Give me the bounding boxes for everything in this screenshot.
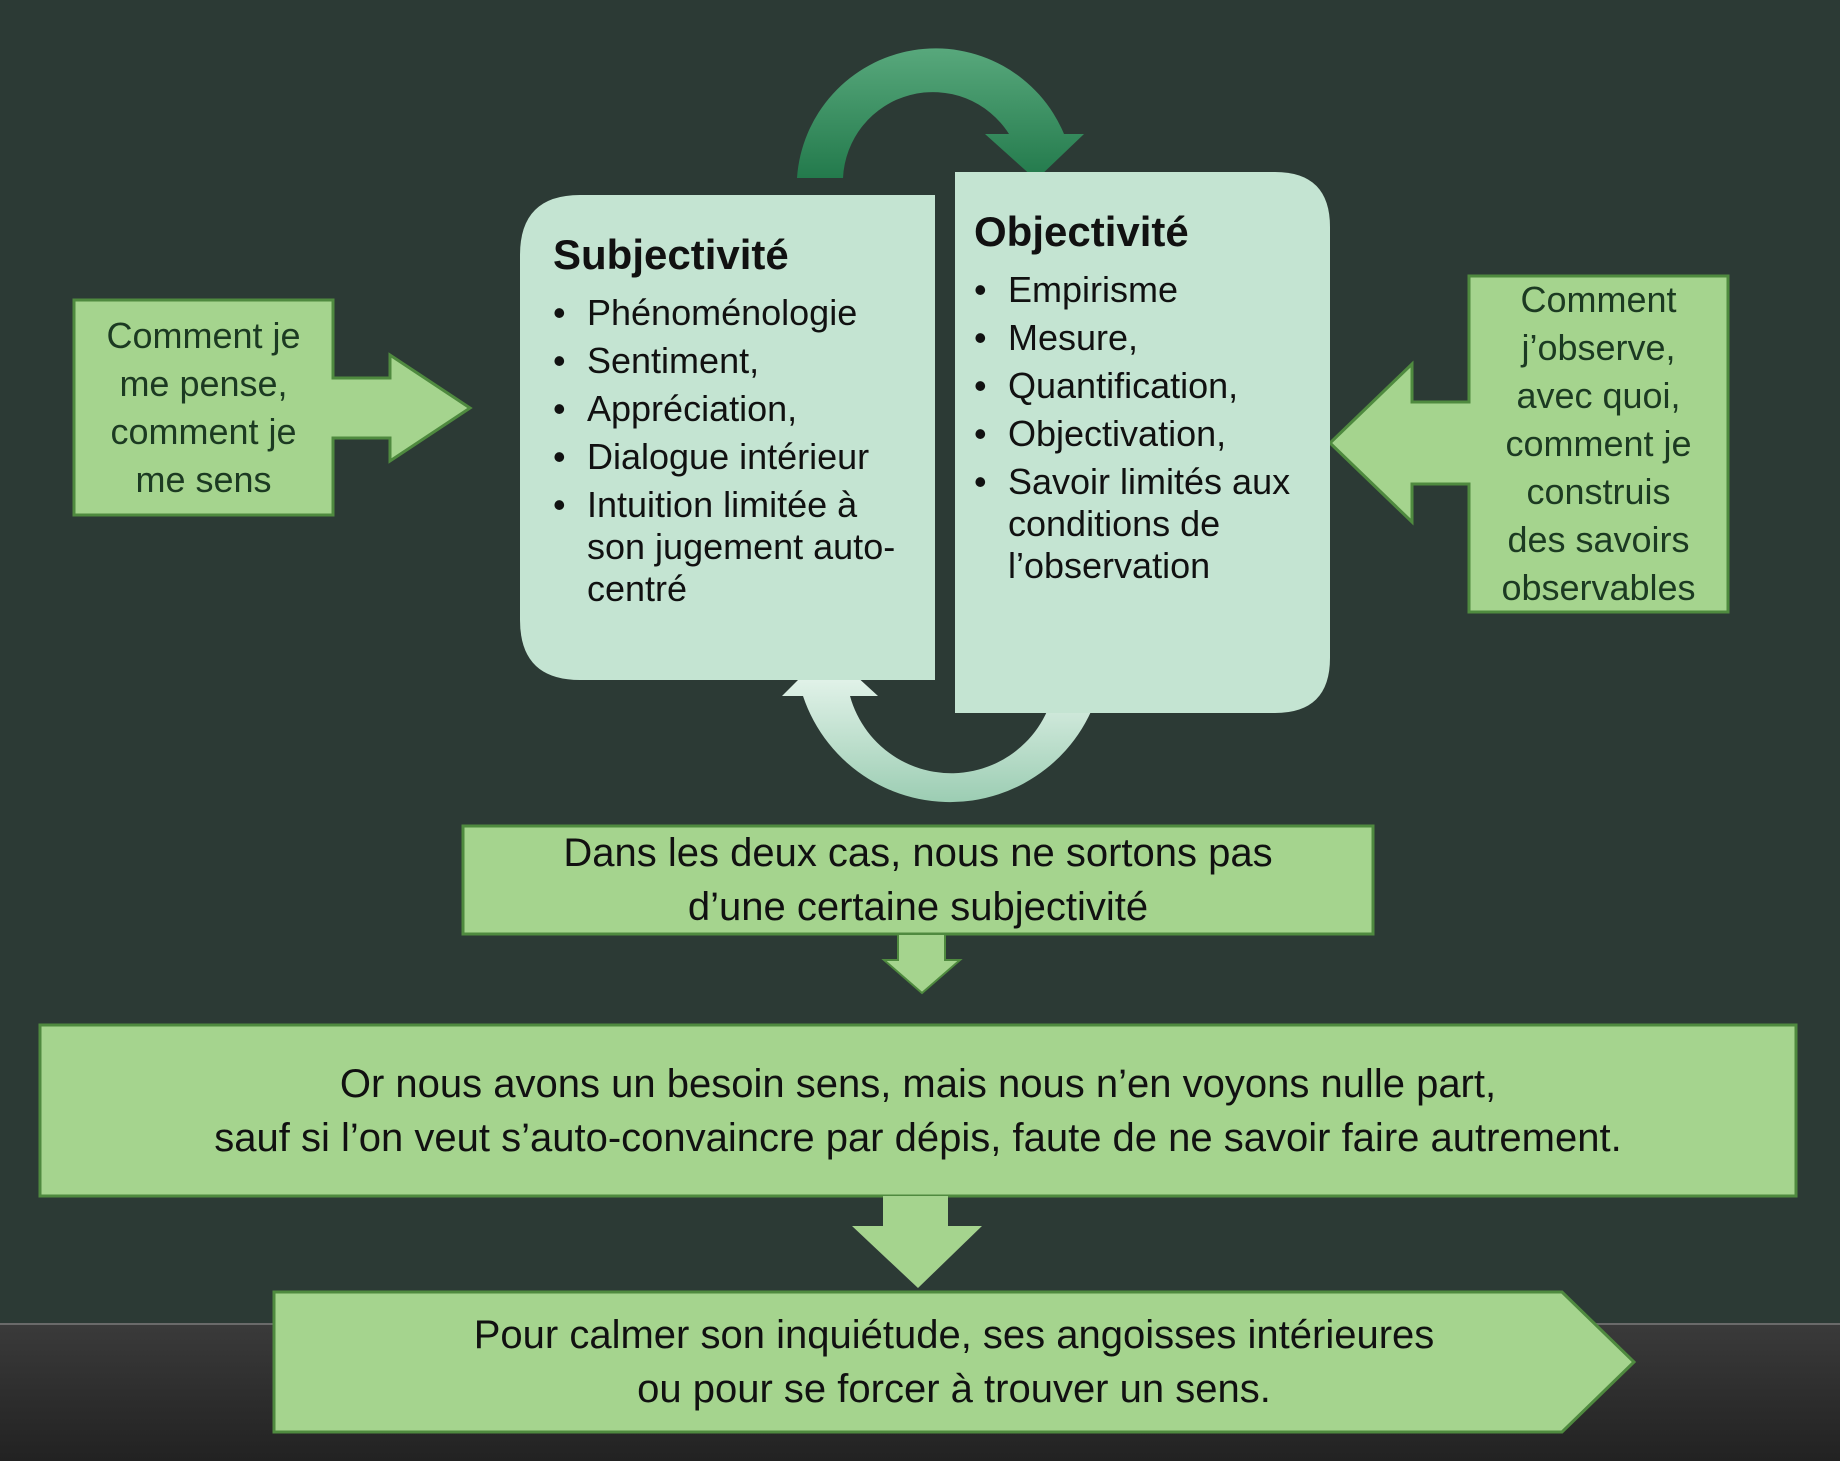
objectivite-title: Objectivité bbox=[974, 208, 1189, 255]
down-arrow-1 bbox=[881, 933, 963, 995]
right-callout-line: Comment bbox=[1520, 279, 1677, 320]
box2-shape bbox=[38, 1023, 1798, 1198]
right-callout-arrow bbox=[1327, 274, 1730, 614]
left-callout-line: me sens bbox=[135, 458, 272, 500]
box1-text: Dans les deux cas, nous ne sortons pas d… bbox=[463, 826, 1373, 934]
list-item: Savoir limités aux conditions de l’obser… bbox=[974, 461, 1319, 587]
subjectivite-title: Subjectivité bbox=[553, 231, 789, 278]
list-item: Sentiment, bbox=[553, 340, 923, 382]
list-item: Intuition limitée à son jugement auto-ce… bbox=[553, 484, 923, 610]
box3-line: ou pour se forcer à trouver un sens. bbox=[637, 1367, 1271, 1411]
list-item: Objectivation, bbox=[974, 413, 1319, 455]
subjectivite-panel: Subjectivité Phénoménologie Sentiment, A… bbox=[553, 230, 923, 616]
list-item: Quantification, bbox=[974, 365, 1319, 407]
list-item: Appréciation, bbox=[553, 388, 923, 430]
down-arrow-2 bbox=[852, 1196, 982, 1288]
box2-text: Or nous avons un besoin sens, mais nous … bbox=[40, 1025, 1796, 1196]
list-item: Phénoménologie bbox=[553, 292, 923, 334]
box1-line: d’une certaine subjectivité bbox=[687, 885, 1149, 929]
top-cycle-arrow bbox=[797, 48, 1084, 178]
objectivite-list: Empirisme Mesure, Quantification, Object… bbox=[974, 269, 1319, 587]
left-callout-text: Comment je me pense, comment je me sens bbox=[74, 305, 333, 510]
box1-shape bbox=[461, 824, 1375, 936]
right-callout-line: des savoirs bbox=[1507, 519, 1690, 560]
left-callout-arrow bbox=[72, 298, 473, 517]
box1-line: Dans les deux cas, nous ne sortons pas bbox=[563, 831, 1273, 875]
left-callout-line: me pense, bbox=[119, 362, 288, 404]
subjectivite-list: Phénoménologie Sentiment, Appréciation, … bbox=[553, 292, 923, 610]
box2-line: sauf si l’on veut s’auto-convaincre par … bbox=[214, 1115, 1622, 1160]
list-item: Empirisme bbox=[974, 269, 1319, 311]
box3-text: Pour calmer son inquiétude, ses angoisse… bbox=[274, 1292, 1634, 1432]
list-item: Mesure, bbox=[974, 317, 1319, 359]
right-callout-line: avec quoi, bbox=[1516, 375, 1681, 416]
box3-line: Pour calmer son inquiétude, ses angoisse… bbox=[473, 1313, 1435, 1357]
bottom-cycle-arrow bbox=[782, 652, 1105, 803]
right-callout-line: j’observe, bbox=[1521, 327, 1676, 368]
list-item: Dialogue intérieur bbox=[553, 436, 923, 478]
box2-line: Or nous avons un besoin sens, mais nous … bbox=[339, 1061, 1497, 1106]
box3-shape bbox=[272, 1290, 1637, 1434]
right-callout-line: construis bbox=[1526, 471, 1671, 512]
left-callout-line: comment je bbox=[110, 410, 297, 452]
right-callout-line: comment je bbox=[1505, 423, 1692, 464]
right-callout-text: Comment j’observe, avec quoi, comment je… bbox=[1469, 276, 1728, 612]
objectivite-panel: Objectivité Empirisme Mesure, Quantifica… bbox=[974, 207, 1319, 593]
left-callout-line: Comment je bbox=[106, 314, 301, 356]
right-callout-line: observables bbox=[1501, 567, 1696, 608]
